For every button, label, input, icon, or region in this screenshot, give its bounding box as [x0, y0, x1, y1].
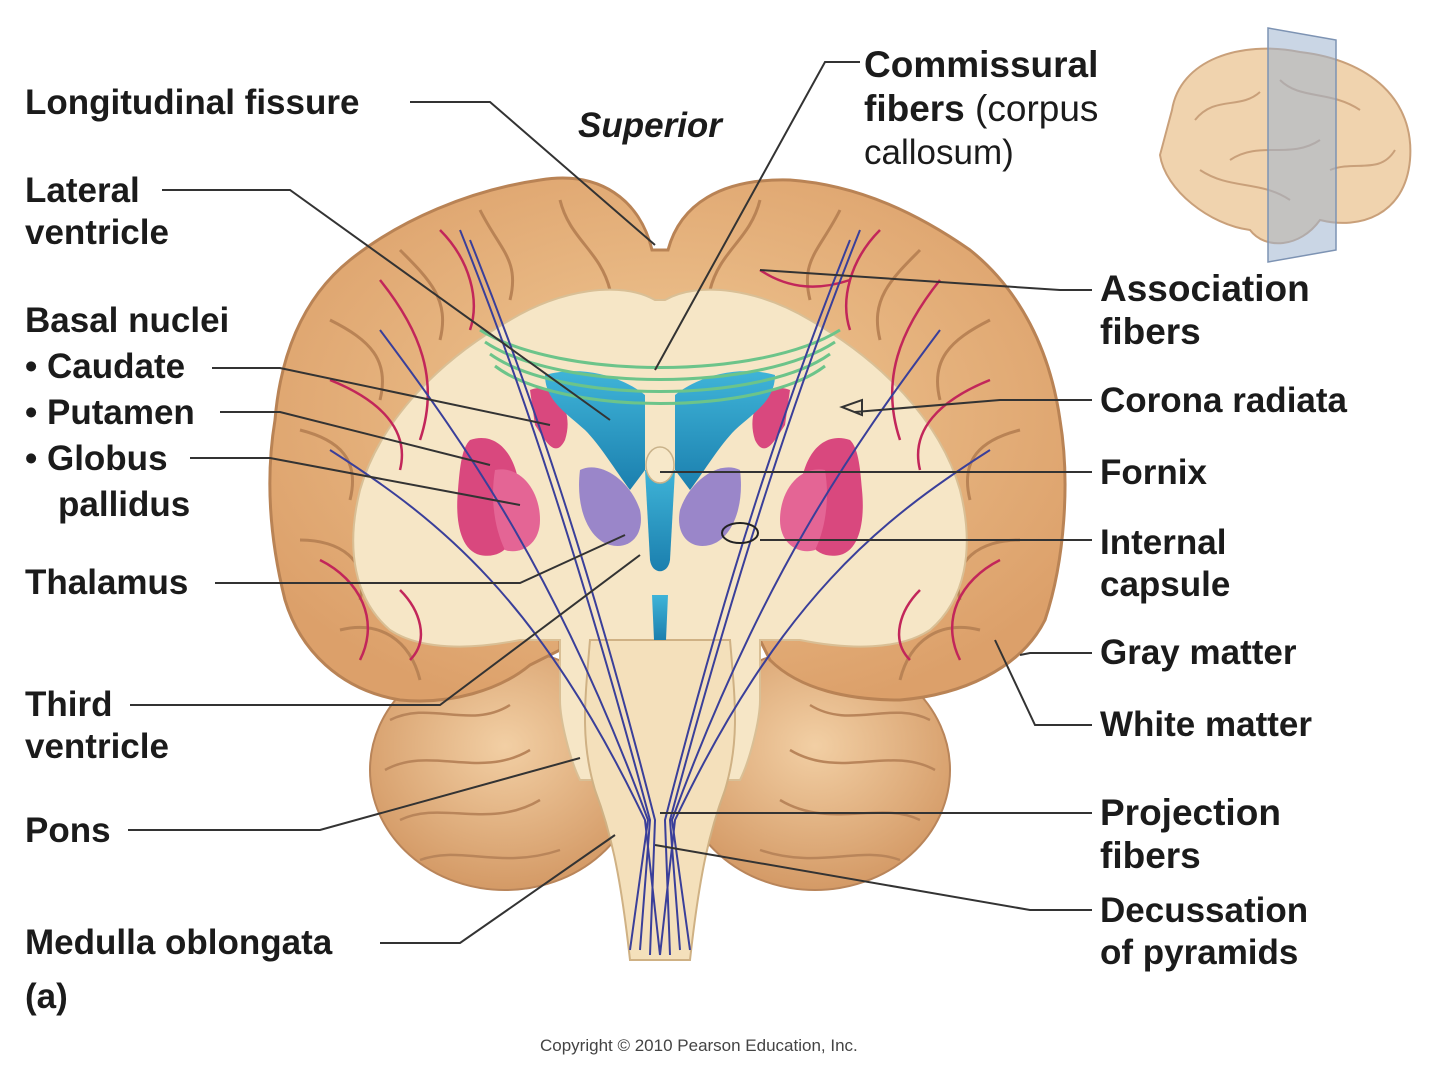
- internal-capsule-marker: [721, 522, 759, 544]
- association-fibers-label-line2: fibers: [1100, 311, 1201, 352]
- superior-label: Superior: [578, 106, 722, 145]
- third-ventricle-label-line1: Third: [25, 685, 113, 724]
- pons-label: Pons: [25, 811, 111, 850]
- commissural-fibers-label-line2: fibers (corpus: [864, 88, 1098, 130]
- globus-pallidus-label-line1: • Globus: [25, 439, 168, 478]
- commissural-fibers: [479, 328, 841, 405]
- projection-fibers-label-line2: fibers: [1100, 835, 1201, 876]
- association-fibers: [319, 229, 1001, 661]
- corona-radiata-label: Corona radiata: [1100, 381, 1347, 420]
- projection-fibers-label-line1: Projection: [1100, 792, 1281, 833]
- panel-label: (a): [25, 977, 68, 1016]
- longitudinal-fissure-label: Longitudinal fissure: [25, 83, 360, 122]
- caudate-label: • Caudate: [25, 347, 186, 386]
- globus-pallidus-label-line2: pallidus: [58, 485, 191, 524]
- lateral-ventricle-label-line1: Lateral: [25, 171, 140, 210]
- decussation-label-line1: Decussation: [1100, 891, 1309, 930]
- copyright-notice: Copyright © 2010 Pearson Education, Inc.: [540, 1036, 858, 1055]
- commissural-fibers-label-line1: Commissural: [864, 44, 1099, 85]
- gray-matter-label: Gray matter: [1100, 633, 1297, 672]
- leader-lines: [128, 61, 1092, 944]
- medulla-oblongata-label: Medulla oblongata: [25, 923, 333, 962]
- decussation-label-line2: of pyramids: [1100, 933, 1299, 972]
- thalamus-label: Thalamus: [25, 563, 189, 602]
- commissural-fibers-label-line3: callosum): [864, 133, 1014, 172]
- fornix-label: Fornix: [1100, 453, 1207, 492]
- commissural-fibers-bold: fibers: [864, 88, 965, 129]
- internal-capsule-label-line2: capsule: [1100, 565, 1231, 604]
- basal-nuclei-label: Basal nuclei: [25, 301, 230, 340]
- commissural-fibers-paren: (corpus: [964, 88, 1099, 129]
- orientation-brain-icon: [1158, 27, 1412, 263]
- projection-fibers: [329, 229, 991, 956]
- putamen-label: • Putamen: [25, 393, 195, 432]
- association-fibers-label-line1: Association: [1100, 268, 1310, 309]
- internal-capsule-label-line1: Internal: [1100, 523, 1227, 562]
- third-ventricle-label-line2: ventricle: [25, 727, 169, 766]
- basal-nuclei: [457, 388, 863, 556]
- lateral-ventricle-label-line2: ventricle: [25, 213, 169, 252]
- white-matter-label: White matter: [1100, 705, 1312, 744]
